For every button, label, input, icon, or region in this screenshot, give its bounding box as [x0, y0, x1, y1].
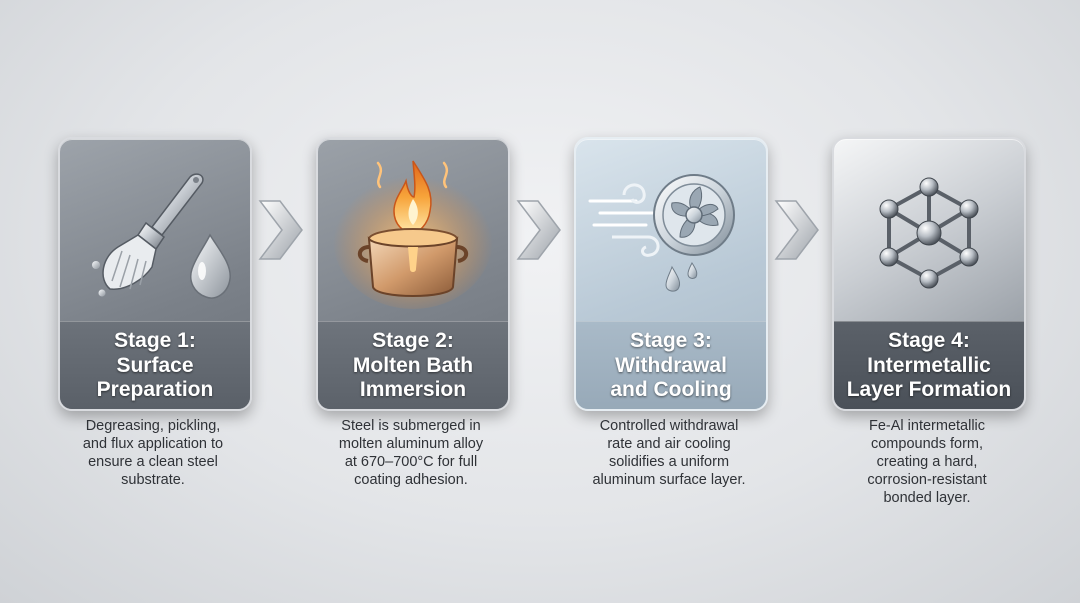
stage-3-title-band [576, 321, 766, 409]
stage-1-title-line: Surface [116, 353, 194, 377]
stage-2-title-line: Immersion [359, 378, 467, 401]
stage-4-title-line: Layer Formation [846, 378, 1012, 401]
stage-1-title-line: Stage 1: [114, 329, 196, 352]
stage-4-title: Stage 4: Intermetallic Layer Formation [834, 329, 1024, 403]
stage-1-title-band [60, 321, 250, 409]
stage-4-description: Fe-Al intermetallic compounds form, crea… [817, 417, 1037, 507]
stage-2-title: Stage 2: Molten Bath Immersion [318, 329, 508, 403]
chevron-right-icon [258, 200, 303, 260]
chevron-right-icon [516, 200, 561, 260]
stage-2-desc-line: molten aluminum alloy [338, 436, 484, 452]
fan-cooling-icon [588, 174, 735, 292]
stage-1-title-line: Preparation [96, 378, 214, 401]
stage-4-desc-line: compounds form, [870, 436, 984, 452]
stage-4-title-line: Stage 4: [888, 329, 970, 352]
stage-4-title-line: Intermetallic [867, 353, 991, 377]
stage-2-desc-line: at 670–700°C for full [344, 454, 478, 470]
stage-2-title-line: Molten Bath [352, 353, 474, 377]
flaming-pot-icon [333, 160, 493, 309]
stage-2-desc-line: coating adhesion. [354, 472, 468, 488]
stage-3-desc-line: solidifies a uniform [608, 454, 730, 470]
stage-1-card: Stage 1: Surface Preparation [58, 137, 252, 411]
stage-3-title: Stage 3: Withdrawal and Cooling [576, 329, 766, 403]
stage-2-title-line: Stage 2: [372, 329, 454, 352]
stage-1-desc-line: Degreasing, pickling, [85, 418, 221, 434]
stage-3-desc-line: rate and air cooling [607, 436, 731, 452]
stage-2-title-band [318, 321, 508, 409]
stage-1-description: Degreasing, pickling, and flux applicati… [43, 417, 263, 489]
stage-3-description: Controlled withdrawal rate and air cooli… [559, 417, 779, 489]
molecular-lattice-icon [879, 177, 979, 289]
stage-2-description: Steel is submerged in molten aluminum al… [301, 417, 521, 489]
stage-4-title-band [834, 321, 1024, 409]
stage-2-desc-line: Steel is submerged in [341, 418, 481, 434]
stage-3-card: Stage 3: Withdrawal and Cooling [574, 137, 768, 411]
stage-1-desc-line: ensure a clean steel [88, 454, 218, 470]
stage-4-desc-line: creating a hard, [876, 454, 978, 470]
stage-2-card: Stage 2: Molten Bath Immersion [316, 137, 510, 411]
brush-and-droplet-icon [92, 173, 231, 299]
stage-4-desc-line: bonded layer. [883, 490, 971, 506]
stage-1-desc-line: substrate. [121, 472, 185, 488]
stage-3-desc-line: Controlled withdrawal [599, 418, 739, 434]
stage-3-title-line: Stage 3: [630, 329, 712, 352]
stage-3-title-line: Withdrawal [615, 353, 727, 377]
stage-3-title-line: and Cooling [610, 378, 732, 401]
stage-1-desc-line: and flux application to [82, 436, 224, 452]
stage-1-title: Stage 1: Surface Preparation [60, 329, 250, 403]
chevron-right-icon [774, 200, 819, 260]
stage-3-desc-line: aluminum surface layer. [592, 472, 746, 488]
stage-4-card: Stage 4: Intermetallic Layer Formation [832, 137, 1026, 411]
stage-4-desc-line: Fe-Al intermetallic [868, 418, 986, 434]
stage-4-desc-line: corrosion-resistant [867, 472, 987, 488]
